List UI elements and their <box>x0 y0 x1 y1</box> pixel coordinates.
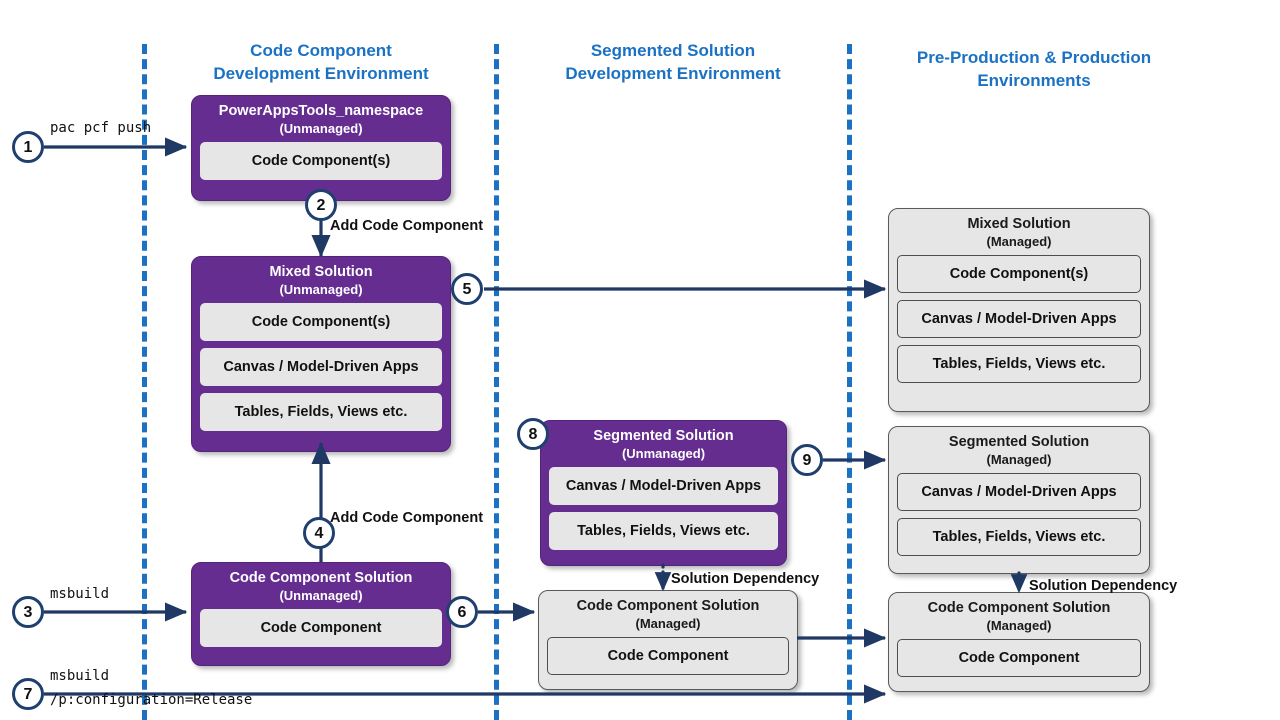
box-title: Segmented Solution (Unmanaged) <box>541 421 786 467</box>
label-add-code-component-bottom: Add Code Component <box>330 510 484 526</box>
env-title-line2: Development Environment <box>565 63 781 83</box>
box-segmented-solution-managed[interactable]: Segmented Solution (Managed) Canvas / Mo… <box>888 426 1150 574</box>
env-title-pre-prod-prod: Pre-Production & Production Environments <box>888 47 1180 93</box>
box-title-text: PowerAppsTools_namespace <box>218 103 424 119</box>
box-item[interactable]: Tables, Fields, Views etc. <box>549 511 778 550</box>
label-solution-dependency-mid: Solution Dependency <box>671 571 820 587</box>
box-item[interactable]: Canvas / Model-Driven Apps <box>200 347 442 386</box>
step-circle-8[interactable]: 8 <box>517 418 549 450</box>
box-items: Canvas / Model-Driven Apps Tables, Field… <box>889 472 1149 564</box>
box-items: Code Component <box>539 636 797 683</box>
box-item[interactable]: Tables, Fields, Views etc. <box>897 517 1141 556</box>
box-subtitle: (Managed) <box>986 617 1052 633</box>
step-circle-7[interactable]: 7 <box>12 678 44 710</box>
box-item[interactable]: Canvas / Model-Driven Apps <box>897 299 1141 338</box>
box-title: Code Component Solution (Managed) <box>539 591 797 637</box>
divider-line-2 <box>494 44 499 720</box>
box-title-text: Mixed Solution <box>269 264 373 280</box>
box-mixed-solution-managed[interactable]: Mixed Solution (Managed) Code Component(… <box>888 208 1150 412</box>
divider-line-1 <box>142 44 147 720</box>
env-title-code-component-dev: Code Component Development Environment <box>190 40 452 86</box>
box-subtitle: (Managed) <box>635 615 701 631</box>
box-items: Code Component(s) Canvas / Model-Driven … <box>889 254 1149 391</box>
step-circle-1[interactable]: 1 <box>12 131 44 163</box>
box-subtitle: (Managed) <box>986 233 1052 249</box>
divider-line-3 <box>847 44 852 720</box>
box-code-component-solution-managed-dev[interactable]: Code Component Solution (Managed) Code C… <box>538 590 798 690</box>
box-items: Code Component <box>889 638 1149 685</box>
box-title-text: Mixed Solution <box>967 216 1071 232</box>
box-item[interactable]: Canvas / Model-Driven Apps <box>897 472 1141 511</box>
step-circle-4[interactable]: 4 <box>303 517 335 549</box>
box-title-text: Segmented Solution <box>948 434 1090 450</box>
box-subtitle: (Unmanaged) <box>279 281 363 297</box>
box-items: Canvas / Model-Driven Apps Tables, Field… <box>541 466 786 558</box>
box-item[interactable]: Tables, Fields, Views etc. <box>200 392 442 431</box>
label-msbuild-release-line1: msbuild <box>50 668 110 684</box>
env-title-line2: Development Environment <box>213 63 429 83</box>
box-subtitle: (Unmanaged) <box>621 445 706 461</box>
box-items: Code Component(s) Canvas / Model-Driven … <box>192 302 450 439</box>
label-msbuild: msbuild <box>50 586 110 602</box>
env-title-line1: Code Component <box>250 41 392 60</box>
box-subtitle: (Unmanaged) <box>279 587 363 603</box>
box-title: Code Component Solution (Unmanaged) <box>192 563 450 609</box>
box-item[interactable]: Code Component(s) <box>200 141 442 180</box>
box-subtitle: (Unmanaged) <box>279 120 363 136</box>
box-powerappstools-namespace[interactable]: PowerAppsTools_namespace (Unmanaged) Cod… <box>191 95 451 201</box>
box-code-component-solution-managed-prod[interactable]: Code Component Solution (Managed) Code C… <box>888 592 1150 692</box>
box-title: Code Component Solution (Managed) <box>889 593 1149 639</box>
step-circle-3[interactable]: 3 <box>12 596 44 628</box>
label-msbuild-release-line2: /p:configuration=Release <box>50 692 253 708</box>
box-title-text: Code Component Solution <box>927 600 1111 616</box>
box-title: Mixed Solution (Managed) <box>889 209 1149 255</box>
label-add-code-component-top: Add Code Component <box>330 218 484 234</box>
box-code-component-solution-unmanaged[interactable]: Code Component Solution (Unmanaged) Code… <box>191 562 451 666</box>
box-items: Code Component(s) <box>192 141 450 188</box>
box-item[interactable]: Tables, Fields, Views etc. <box>897 344 1141 383</box>
env-title-line1: Segmented Solution <box>590 41 756 60</box>
env-title-line2: Environments <box>977 70 1091 90</box>
box-item[interactable]: Code Component <box>897 638 1141 677</box>
box-title-text: Segmented Solution <box>593 428 734 444</box>
box-title: Mixed Solution (Unmanaged) <box>192 257 450 303</box>
box-items: Code Component <box>192 608 450 655</box>
label-solution-dependency-right: Solution Dependency <box>1029 578 1178 594</box>
label-pac-pcf-push: pac pcf push <box>50 120 152 136</box>
box-subtitle: (Managed) <box>986 451 1052 467</box>
box-title-text: Code Component Solution <box>576 598 760 614</box>
step-circle-5[interactable]: 5 <box>451 273 483 305</box>
box-item[interactable]: Code Component(s) <box>897 254 1141 293</box>
box-item[interactable]: Canvas / Model-Driven Apps <box>549 466 778 505</box>
env-title-line1: Pre-Production & Production <box>916 48 1152 67</box>
step-circle-9[interactable]: 9 <box>791 444 823 476</box>
box-title: Segmented Solution (Managed) <box>889 427 1149 473</box>
box-item[interactable]: Code Component(s) <box>200 302 442 341</box>
box-segmented-solution-unmanaged[interactable]: Segmented Solution (Unmanaged) Canvas / … <box>540 420 787 566</box>
box-item[interactable]: Code Component <box>200 608 442 647</box>
box-mixed-solution-unmanaged[interactable]: Mixed Solution (Unmanaged) Code Componen… <box>191 256 451 452</box>
box-item[interactable]: Code Component <box>547 636 789 675</box>
step-circle-6[interactable]: 6 <box>446 596 478 628</box>
env-title-segmented-solution-dev: Segmented Solution Development Environme… <box>540 40 806 86</box>
box-title: PowerAppsTools_namespace (Unmanaged) <box>192 96 450 142</box>
box-title-text: Code Component Solution <box>229 570 413 586</box>
step-circle-2[interactable]: 2 <box>305 189 337 221</box>
